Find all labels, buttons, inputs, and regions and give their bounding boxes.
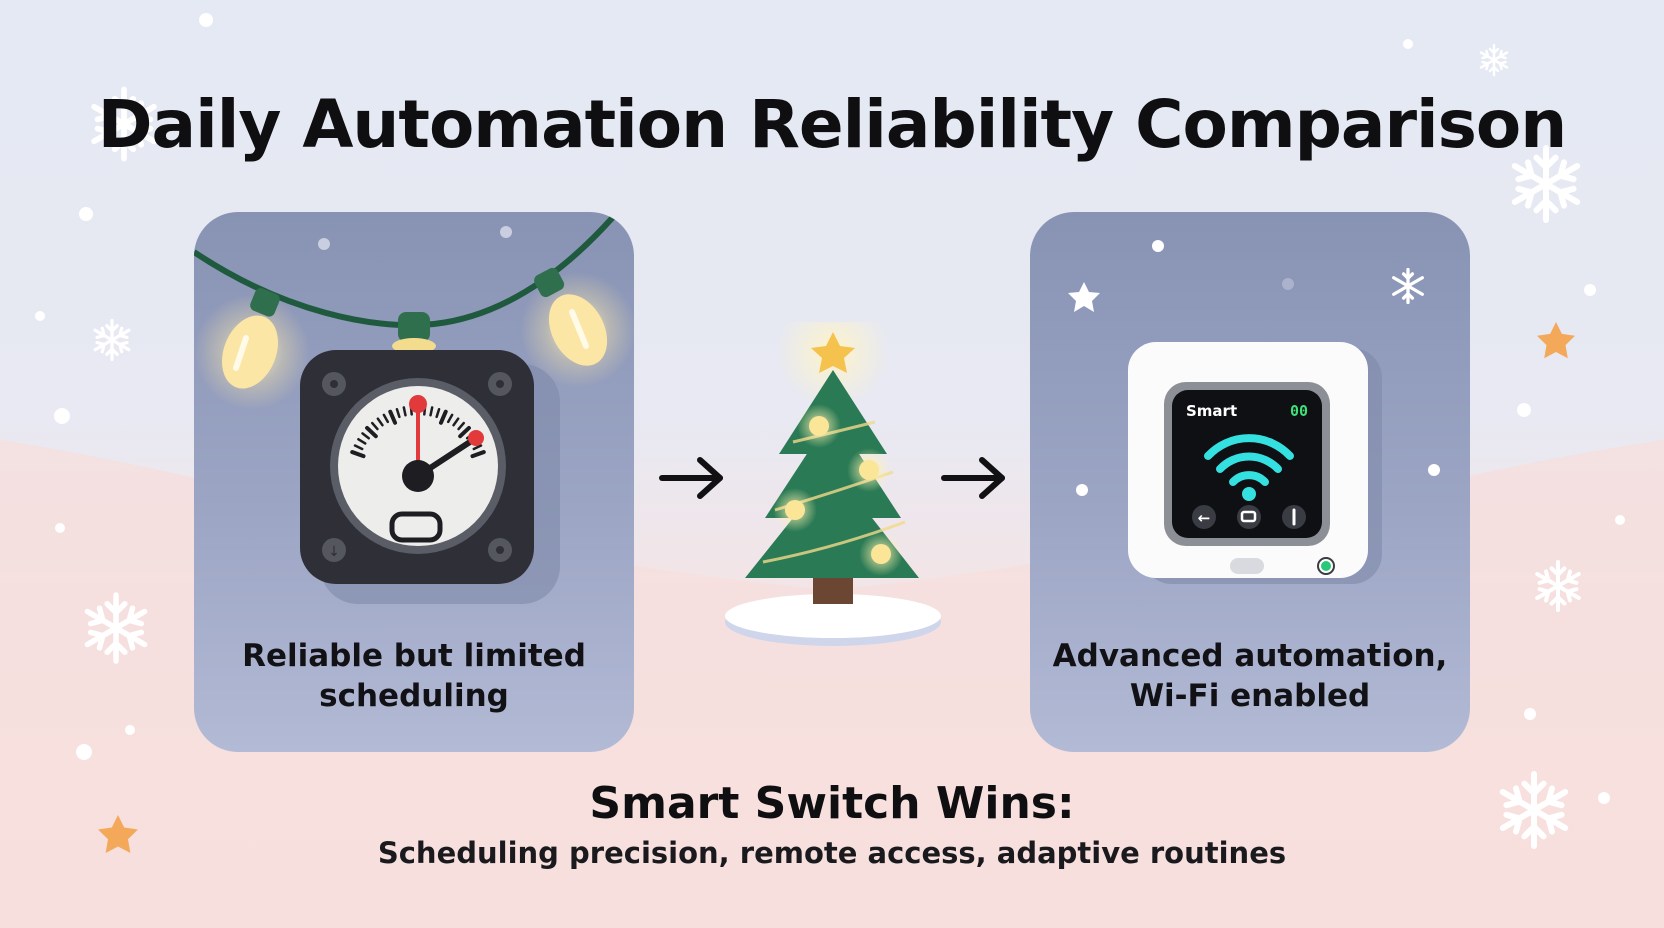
arrow-right-icon <box>941 457 1005 499</box>
footer-details: Scheduling precision, remote access, ada… <box>377 836 1287 870</box>
dial-tick <box>353 444 364 451</box>
smart-switch-illustration: Smart 00 ← <box>1068 240 1440 584</box>
dial-tick <box>382 413 390 424</box>
svg-text:↓: ↓ <box>328 544 340 560</box>
home-button <box>1237 505 1261 529</box>
footer-headline: Smart Switch Wins: <box>589 778 1075 829</box>
smart-switch-panel: Smart 00 ← Advanced automation, Wi-Fi en… <box>1030 212 1470 752</box>
wifi-icon <box>1204 434 1294 486</box>
bulb-icon <box>194 288 310 410</box>
page-title: Daily Automation Reliability Comparison <box>97 86 1567 163</box>
dial-tick <box>357 438 367 445</box>
christmas-tree-icon <box>725 322 941 646</box>
dial-tick <box>435 407 441 419</box>
left-caption-line1: Reliable but limited <box>242 638 586 674</box>
back-icon: ← <box>1198 509 1211 527</box>
smart-switch-screen <box>1172 390 1322 538</box>
right-caption-line1: Advanced automation, <box>1052 638 1448 674</box>
dial-tick <box>446 413 454 424</box>
mechanical-timer-panel: ↓ Reliable but limited scheduling <box>194 212 634 752</box>
back-button <box>1192 505 1216 529</box>
dial-tick <box>457 421 466 431</box>
dial-tick <box>472 444 483 451</box>
dial-tick <box>370 421 379 431</box>
dial-tick <box>361 432 371 440</box>
dial-tick <box>365 425 378 439</box>
dial-tick <box>402 406 407 417</box>
dial-tick <box>452 417 460 427</box>
status-led <box>1321 561 1331 571</box>
snowflake-icon <box>1392 267 1424 305</box>
screen-label: Smart <box>1186 402 1237 420</box>
arrow-right-icon <box>659 457 723 499</box>
dial-tick <box>388 409 398 425</box>
dial-tick <box>376 417 384 427</box>
dial-tick <box>438 409 448 425</box>
home-icon <box>1240 510 1257 523</box>
dial-tick <box>470 450 486 459</box>
dial-tick <box>350 450 366 459</box>
bulb-icon <box>520 267 634 388</box>
left-caption-line2: scheduling <box>319 678 509 714</box>
dial-tick <box>429 406 434 417</box>
mechanical-timer-illustration: ↓ <box>194 214 634 604</box>
star-icon <box>1068 282 1100 312</box>
dial-tick <box>395 407 401 419</box>
dial-tick <box>458 425 471 439</box>
screen-status: 00 <box>1290 402 1308 420</box>
right-caption-line2: Wi-Fi enabled <box>1129 678 1371 714</box>
